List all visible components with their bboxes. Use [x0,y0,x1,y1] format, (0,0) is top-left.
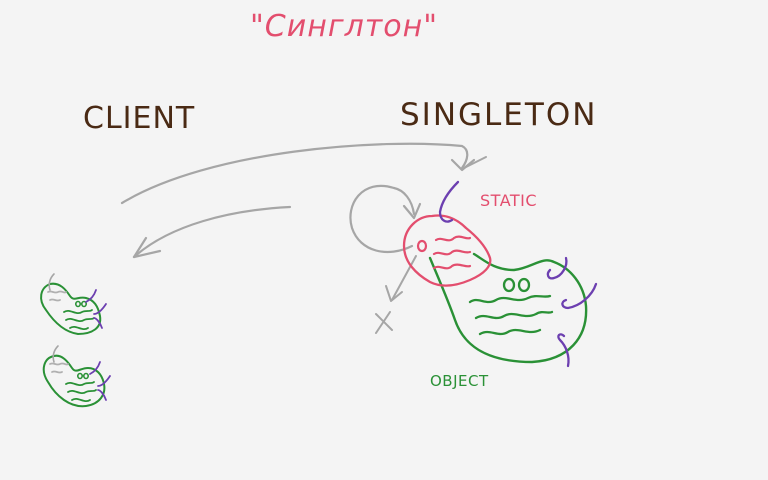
diagram-title: "Синглтон" [250,9,439,44]
arrow-singleton-to-client-upper [120,142,476,205]
static-label: STATIC [480,191,538,210]
static-blob [402,214,492,287]
pin-object-top [546,256,568,280]
client-instance-1 [40,273,107,335]
object-fields [468,294,554,336]
pin-object-bottom [557,333,570,368]
cross-icon [375,311,393,334]
static-fields [432,235,472,270]
object-label: OBJECT [430,372,489,390]
pin-static [438,180,460,223]
client-heading: CLIENT [83,101,196,136]
object-blob [428,252,588,364]
object-ellipses [502,277,531,293]
pin-object-right [561,282,598,310]
singleton-heading: SINGLETON [400,97,598,133]
self-loop-arrow [349,184,422,254]
singleton-tick [461,156,487,170]
static-hole [416,239,428,253]
arrow-to-cross [385,255,417,302]
arrow-to-client-lower [132,205,292,259]
client-instance-2 [42,345,111,408]
